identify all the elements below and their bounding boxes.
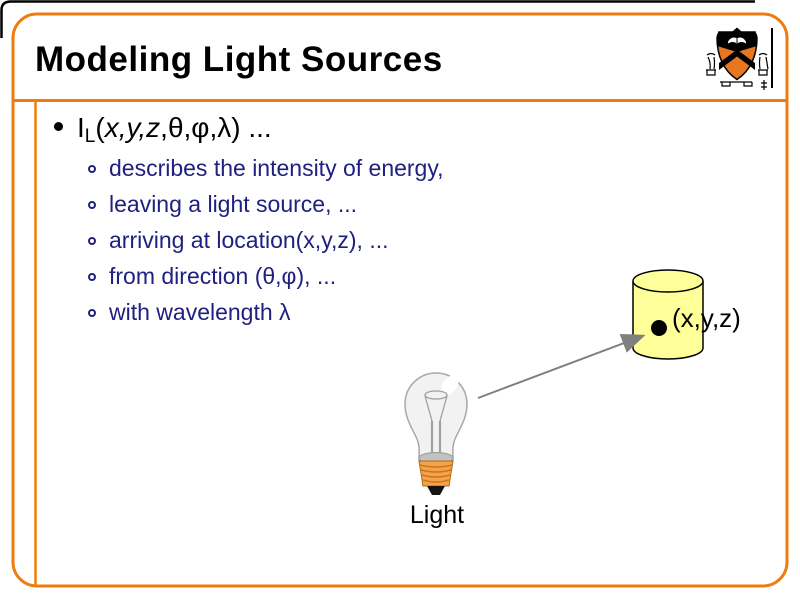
main-bullet-close: ) ... bbox=[231, 112, 272, 143]
sub-bullet-text: describes the intensity of energy, bbox=[109, 155, 444, 181]
surface-point-dot bbox=[651, 320, 667, 336]
light-diagram bbox=[404, 269, 704, 495]
cylinder-top bbox=[632, 269, 704, 293]
main-bullet-comma: , bbox=[160, 112, 168, 143]
bulb-screw-threads bbox=[419, 464, 453, 483]
sub-bullet-item: describes the intensity of energy, bbox=[88, 150, 444, 186]
bulb-highlight bbox=[441, 375, 459, 395]
main-bullet-greek: θ,φ,λ bbox=[167, 112, 232, 143]
main-bullet-func: I bbox=[77, 112, 85, 143]
circle-bullet-icon bbox=[88, 165, 96, 173]
shield-side-ornaments bbox=[706, 52, 769, 90]
sub-bullet-text: with wavelength λ bbox=[109, 299, 291, 325]
orange-border bbox=[11, 12, 789, 588]
main-bullet: IL(x,y,z,θ,φ,λ) ... bbox=[54, 112, 272, 148]
sub-bullet-item: leaving a light source, ... bbox=[88, 186, 444, 222]
bulb-contact-tip bbox=[427, 486, 445, 495]
circle-bullet-icon bbox=[88, 201, 96, 209]
main-bullet-paren-open: ( bbox=[95, 112, 105, 143]
sub-bullet-text: from direction (θ,φ), ... bbox=[109, 263, 337, 289]
sub-bullet-item: with wavelength λ bbox=[88, 294, 444, 330]
main-bullet-subscript: L bbox=[84, 126, 96, 147]
bulb-screw-base bbox=[418, 460, 454, 487]
princeton-shield-icon bbox=[706, 27, 769, 90]
light-bulb-icon bbox=[404, 372, 468, 495]
sub-bullet-item: arriving at location(x,y,z), ... bbox=[88, 222, 444, 258]
cylinder-shape bbox=[632, 269, 704, 360]
light-source-label: Light bbox=[409, 501, 465, 529]
bullet-dot-icon bbox=[54, 122, 63, 131]
bulb-filament bbox=[424, 390, 448, 455]
circle-bullet-icon bbox=[88, 309, 96, 317]
point-coordinates-label: (x,y,z) bbox=[672, 303, 741, 333]
sub-bullet-list: describes the intensity of energy, leavi… bbox=[88, 150, 444, 330]
circle-bullet-icon bbox=[88, 273, 96, 281]
shield-chevron bbox=[719, 49, 755, 70]
sub-bullet-text: arriving at location(x,y,z), ... bbox=[109, 227, 389, 253]
sub-bullet-item: from direction (θ,φ), ... bbox=[88, 258, 444, 294]
slide-title: Modeling Light Sources bbox=[35, 40, 443, 79]
circle-bullet-icon bbox=[88, 237, 96, 245]
main-bullet-vars: x,y,z bbox=[104, 112, 161, 143]
ray-arrow bbox=[477, 333, 646, 399]
sub-bullet-text: leaving a light source, ... bbox=[109, 191, 358, 217]
outer-black-border bbox=[0, 0, 755, 38]
bulb-glass bbox=[404, 372, 468, 461]
